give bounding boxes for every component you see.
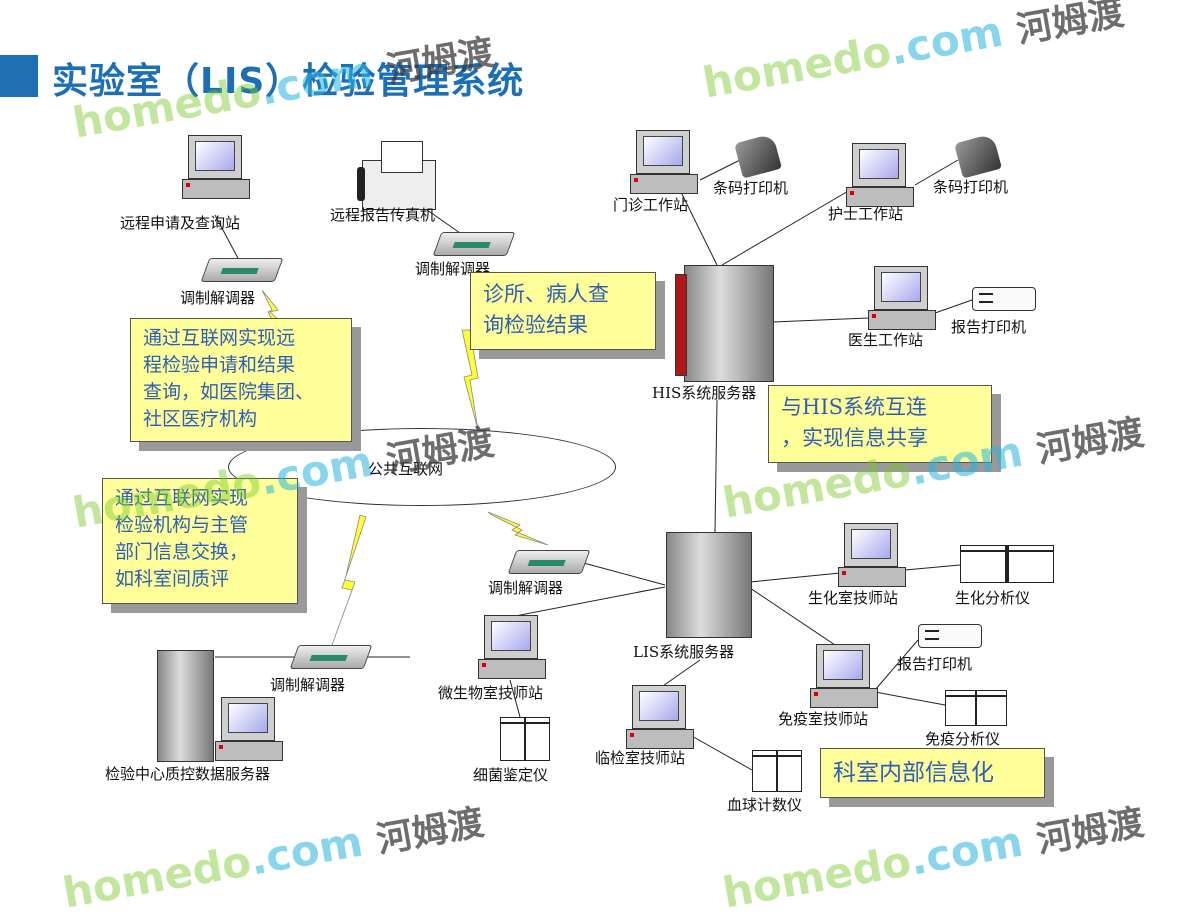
line-nurse-barcode <box>914 159 959 186</box>
lightning-bolt-modem3 <box>487 511 549 546</box>
outpatient-station-computer-icon <box>630 130 698 194</box>
page-title: 实验室（LIS）检验管理系统 <box>52 61 525 102</box>
line-modem3-lis <box>579 561 666 586</box>
modem-3-label: 调制解调器 <box>488 579 564 597</box>
report-printer-1-printer-icon <box>972 287 1036 311</box>
line-nurse-his <box>721 189 851 266</box>
callout-line: 与HIS系统互连 <box>781 395 927 419</box>
modem-4-modem-icon <box>289 645 373 669</box>
bacteria-analyzer-analyzer-icon <box>500 717 550 761</box>
remote-station-label: 远程申请及查询站 <box>120 214 241 232</box>
callout-line: 查询，如医院集团、 <box>143 381 315 403</box>
qc-server-server-icon <box>157 650 214 762</box>
lightning-bolt-modem4 <box>331 514 367 646</box>
remote-fax-fax-icon <box>357 141 436 210</box>
line-lis-immune <box>749 587 836 646</box>
micro-station-computer-icon <box>478 615 546 679</box>
doctor-station-computer-icon <box>868 266 936 330</box>
modem-1-label: 调制解调器 <box>180 289 256 307</box>
callout-line: 部门信息交换， <box>115 541 249 563</box>
report-printer-2-printer-icon <box>918 624 982 648</box>
callout-line: 检验机构与主管 <box>115 514 249 536</box>
his-server-label: HIS系统服务器 <box>652 384 757 402</box>
callout-dept-info: 科室内部信息化 <box>820 748 1045 798</box>
lis-server-server-icon <box>666 532 752 638</box>
callout-clinic-query: 诊所、病人查 询检验结果 <box>470 272 656 350</box>
immune-station-computer-icon <box>810 644 878 708</box>
callout-line: 程检验申请和结果 <box>143 354 296 376</box>
nurse-station-computer-icon <box>846 143 914 207</box>
immune-analyzer-label: 免疫分析仪 <box>925 730 1001 748</box>
line-immune-printer <box>874 639 919 691</box>
his-server-server-icon <box>675 265 774 382</box>
callout-line: 通过互联网实现远 <box>143 327 296 349</box>
clinical-station-label: 临检室技师站 <box>595 749 686 767</box>
remote-station-computer-icon <box>182 135 250 199</box>
line-immune-analyzer <box>874 691 946 706</box>
qc-workstation-computer-icon <box>215 697 283 761</box>
biochem-analyzer-analyzer-icon <box>960 545 1054 583</box>
callout-his-link: 与HIS系统互连 ，实现信息共享 <box>768 385 992 463</box>
line-micro-bacteria <box>509 679 521 718</box>
modem-1-modem-icon <box>200 258 284 282</box>
line-doctor-printer <box>934 299 973 314</box>
immune-analyzer-analyzer-icon <box>945 690 1007 726</box>
callout-remote-request: 通过互联网实现远 程检验申请和结果 查询，如医院集团、 社区医疗机构 <box>130 318 352 442</box>
line-outpatient-barcode <box>699 159 741 181</box>
callout-line: 诊所、病人查 <box>483 282 609 306</box>
internet-cloud-label: 公共互联网 <box>368 460 444 478</box>
blood-counter-label: 血球计数仪 <box>727 796 803 814</box>
title-accent-bar <box>0 55 38 97</box>
qc-server-label: 检验中心质控数据服务器 <box>105 765 271 783</box>
blood-counter-analyzer-icon <box>752 750 802 792</box>
bacteria-analyzer-label: 细菌鉴定仪 <box>473 766 549 784</box>
callout-line: ，实现信息共享 <box>781 426 928 450</box>
line-lis-clinical <box>659 659 701 689</box>
clinical-station-computer-icon <box>626 685 694 749</box>
report-printer-2-label: 报告打印机 <box>897 655 973 673</box>
callout-info-exchange: 通过互联网实现 检验机构与主管 部门信息交换， 如科室间质评 <box>102 478 298 604</box>
line-outpatient-his <box>679 189 718 266</box>
nurse-station-label: 护士工作站 <box>828 205 904 223</box>
barcode-printer-1-label: 条码打印机 <box>713 179 789 197</box>
report-printer-1-label: 报告打印机 <box>951 318 1027 336</box>
modem-4-label: 调制解调器 <box>270 676 346 694</box>
biochem-station-label: 生化室技师站 <box>808 589 899 607</box>
callout-line: 社区医疗机构 <box>143 408 258 430</box>
line-his-doctor <box>772 317 869 323</box>
callout-line: 科室内部信息化 <box>833 760 994 786</box>
callout-line: 询检验结果 <box>483 313 588 337</box>
micro-station-label: 微生物室技师站 <box>438 684 544 702</box>
line-micro-lis <box>504 586 666 619</box>
remote-fax-label: 远程报告传真机 <box>330 206 436 224</box>
doctor-station-label: 医生工作站 <box>848 331 924 349</box>
callout-line: 通过互联网实现 <box>115 487 249 509</box>
modem-2-modem-icon <box>432 232 516 256</box>
line-biochem-analyzer <box>904 564 961 571</box>
outpatient-station-label: 门诊工作站 <box>613 196 689 214</box>
line-his-lis <box>714 399 718 533</box>
line-lis-biochem <box>749 572 841 583</box>
line-clinical-counter <box>689 734 753 771</box>
callout-line: 如科室间质评 <box>115 568 230 590</box>
biochem-station-computer-icon <box>838 523 906 587</box>
barcode-printer-2-label: 条码打印机 <box>933 178 1009 196</box>
line-remote-modem1 <box>214 214 241 263</box>
biochem-analyzer-label: 生化分析仪 <box>955 589 1031 607</box>
modem-3-modem-icon <box>507 550 591 574</box>
immune-station-label: 免疫室技师站 <box>778 710 869 728</box>
lis-server-label: LIS系统服务器 <box>633 643 735 661</box>
